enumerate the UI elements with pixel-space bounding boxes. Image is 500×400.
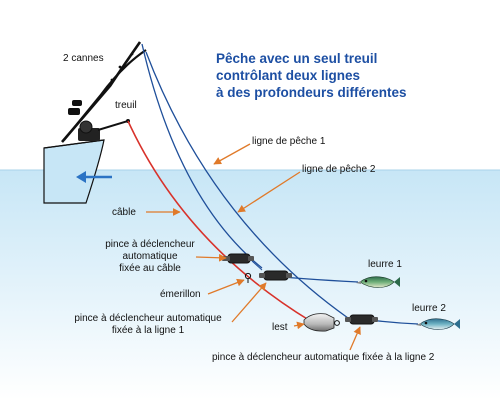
- title-line-3: à des profondeurs différentes: [216, 85, 407, 100]
- label-ligne1: ligne de pêche 1: [252, 136, 326, 147]
- fish-lure-icon: [356, 276, 400, 288]
- fishing-line-1: [141, 43, 263, 269]
- label-cannes: 2 cannes: [63, 53, 104, 64]
- leader-ligne2: [237, 171, 301, 213]
- boat-hull-icon: [43, 139, 105, 204]
- weight-icon: [303, 313, 340, 332]
- leader-pince-ligne2: [349, 326, 361, 351]
- label-leurre2: leurre 2: [412, 303, 446, 314]
- leader-emerillon: [207, 278, 245, 295]
- release-clip-icon: [259, 270, 292, 281]
- leader-pince-cable: [195, 253, 227, 262]
- label-pince-ligne1-1: pince à déclencheur automatique: [74, 313, 222, 324]
- label-treuil: treuil: [115, 100, 137, 111]
- title-line-1: Pêche avec un seul treuil: [216, 51, 377, 66]
- label-pince-cable-3: fixée au câble: [119, 263, 181, 274]
- fishing-line-2: [145, 51, 349, 319]
- label-pince-cable-2: automatique: [122, 251, 177, 262]
- arrow-left-icon: [76, 171, 112, 183]
- water: [0, 170, 500, 400]
- fishing-rods-icon: [61, 41, 147, 143]
- label-emerillon: émerillon: [160, 289, 201, 300]
- label-pince-cable-1: pince à déclencheur: [105, 239, 195, 250]
- fish-lure-icon: [416, 318, 460, 330]
- leader-pince-ligne1: [231, 282, 267, 323]
- cable: [127, 120, 313, 323]
- title-line-2: contrôlant deux lignes: [216, 68, 360, 83]
- leader-ligne1: [213, 143, 251, 165]
- label-cable: câble: [112, 207, 136, 218]
- leader-arrows: [146, 143, 361, 351]
- label-ligne2: ligne de pêche 2: [302, 164, 376, 175]
- label-pince-ligne2: pince à déclencheur automatique fixée à …: [212, 352, 435, 363]
- release-clip-icon: [345, 314, 378, 325]
- label-leurre1: leurre 1: [368, 259, 402, 270]
- swivel-icon: [244, 272, 252, 283]
- label-lest: lest: [272, 322, 288, 333]
- label-pince-ligne1-2: fixée à la ligne 1: [112, 325, 185, 336]
- reel-icon: [78, 119, 130, 141]
- leader-lest: [293, 321, 305, 330]
